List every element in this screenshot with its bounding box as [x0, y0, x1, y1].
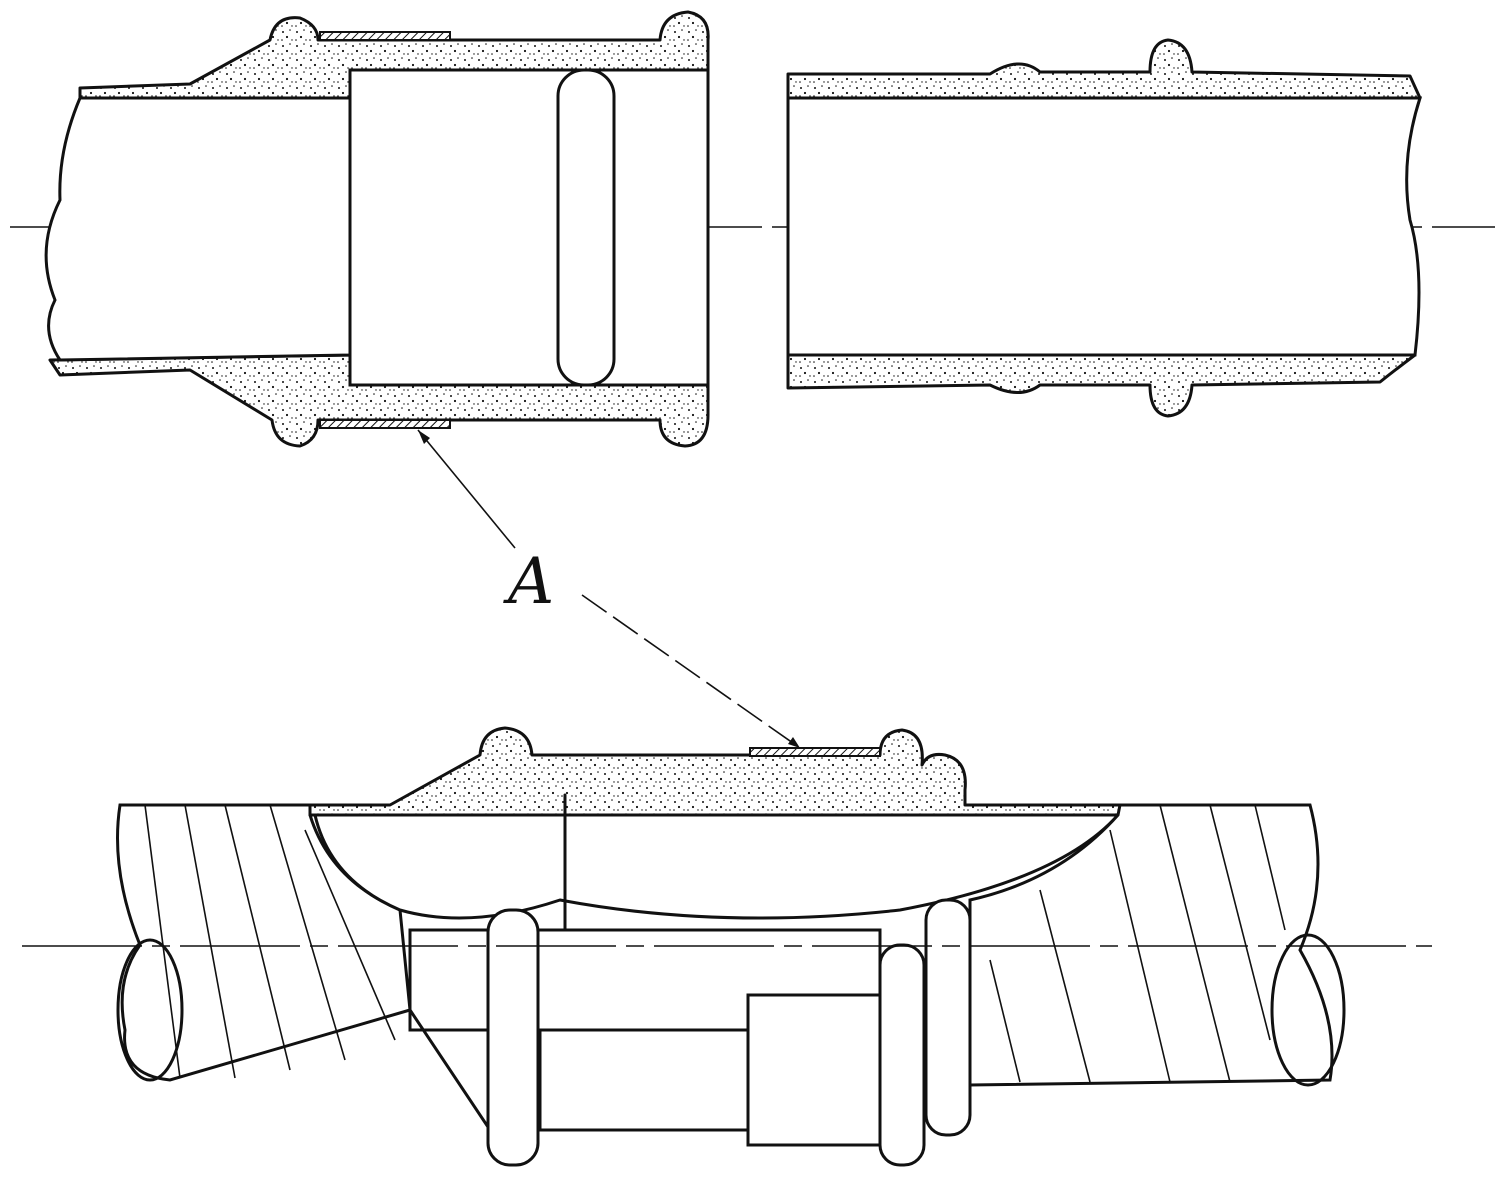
left-spigot-shell-top [78, 10, 710, 100]
gasket-ring [556, 68, 616, 387]
collar-band [749, 747, 881, 757]
right-bell-bore [786, 96, 1423, 357]
gasket-rod-right [878, 943, 926, 1167]
steel-band-top [319, 31, 451, 41]
leader-lower [581, 594, 801, 749]
joint-plate [746, 993, 885, 1147]
left-spigot-bore [44, 96, 352, 362]
leader-lower-arrowhead [788, 737, 800, 748]
collar-shell [308, 726, 1122, 817]
right-wrapped-pipe [968, 803, 1334, 1087]
right-pipe-end [1270, 933, 1346, 1087]
left-spiral-wrap [144, 804, 396, 1079]
cutaway-opening [313, 813, 1122, 920]
gasket-rod-far [924, 898, 972, 1137]
callout-a: A [417, 429, 801, 749]
left-pipe-end [116, 938, 184, 1082]
section-view [10, 10, 1495, 448]
gasket-rod-left [486, 908, 540, 1167]
left-spigot-shell-bottom [48, 353, 710, 448]
elevation-view [22, 726, 1432, 1167]
callout-label: A [503, 545, 554, 619]
steel-band-bottom [319, 419, 451, 429]
socket-insert [348, 68, 710, 387]
leader-upper-arrowhead [418, 430, 430, 444]
right-bell-shell-top [786, 38, 1422, 100]
right-bell-shell-bottom [786, 353, 1417, 418]
right-spiral-wrap [989, 804, 1286, 1083]
leader-upper [417, 429, 516, 549]
